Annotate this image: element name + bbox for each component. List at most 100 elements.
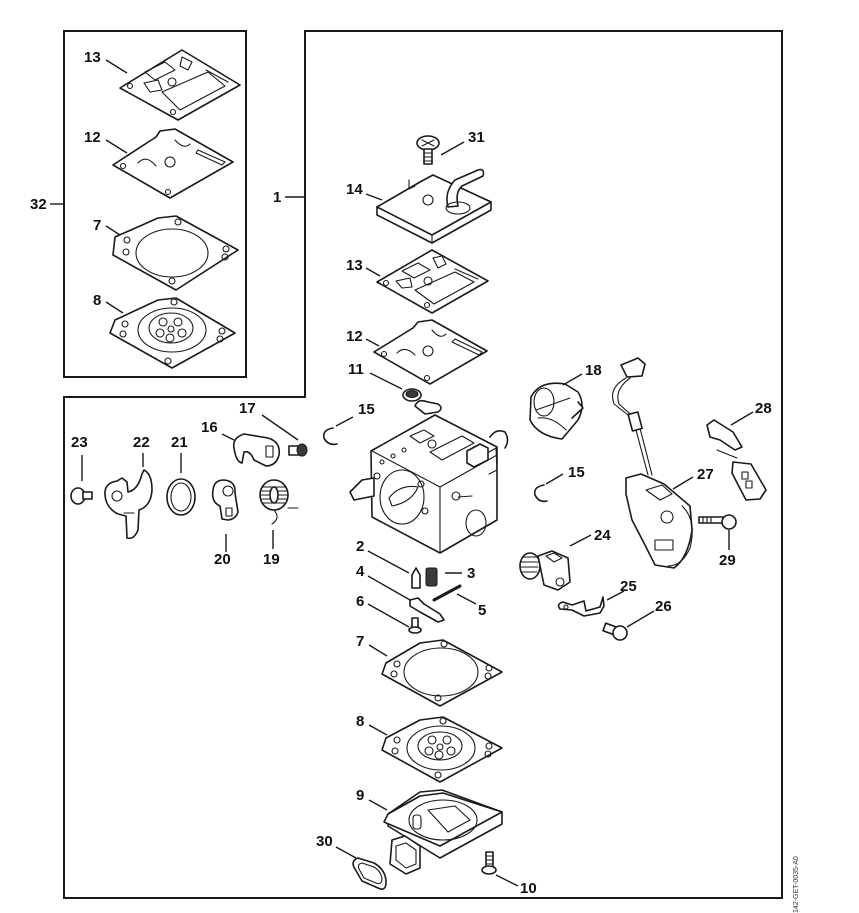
strainer-11 [402,388,422,402]
leader-kit-8 [105,301,124,314]
gasket-13 [376,249,489,314]
metering-diaphragm-8 [381,716,503,783]
callout-29: 29 [719,552,736,569]
callout-19: 19 [263,551,280,568]
leader-15-left [335,416,354,427]
pump-diaphragm-12 [373,319,488,385]
leader-10 [495,874,519,887]
screw-23 [70,487,93,505]
leader-30 [335,846,357,859]
leader-11 [369,372,403,390]
kit-gasket-13 [119,49,241,121]
leader-14 [365,193,383,201]
cap-18 [529,382,584,440]
leader-13 [365,267,381,277]
leader-5 [456,593,477,605]
leader-16 [221,433,235,441]
callout-15-left: 15 [358,401,375,418]
circlip-15-right [533,484,548,503]
callout-3: 3 [467,565,475,582]
document-id: 142-GET-0035-A0 [793,856,800,913]
kit-pump-diaphragm-12 [112,128,234,199]
callout-1: 1 [273,189,281,206]
screw-6 [408,617,422,634]
callout-kit-7: 7 [93,217,101,234]
callout-6: 6 [356,593,364,610]
leader-26 [626,610,655,628]
lever-20 [211,479,239,521]
leader-15-right [545,473,564,485]
callout-31: 31 [468,129,485,146]
wiring-harness-27 [611,357,693,569]
callout-5: 5 [478,602,486,619]
ring-21 [166,478,196,516]
carburetor-body [349,399,509,554]
leader-28 [730,411,754,426]
circlip-15-left [322,427,338,446]
leader-4 [367,575,411,601]
leader-6 [367,603,410,628]
callout-kit-12: 12 [84,129,101,146]
connector-28 [706,419,767,501]
callout-2: 2 [356,538,364,555]
seal-30 [352,857,387,890]
leader-31 [440,141,465,156]
leader-9 [368,799,388,811]
inlet-needle-2 [411,567,421,589]
leader-18 [562,373,583,386]
callout-20: 20 [214,551,231,568]
callout-kit-8: 8 [93,292,101,309]
main-assembly-frame [63,30,783,899]
callout-25: 25 [620,578,637,595]
end-cover-9 [383,789,503,875]
lever-16 [232,433,281,467]
callout-14: 14 [346,181,363,198]
torsion-spring-19 [259,479,299,525]
screw-26 [602,622,628,641]
kit-metering-diaphragm-8 [109,297,236,369]
callout-11: 11 [348,361,364,378]
callout-7: 7 [356,633,364,650]
leader-25 [606,590,625,601]
callout-30: 30 [316,833,333,850]
screw-17 [288,443,308,457]
callout-21: 21 [171,434,188,451]
leader-24 [569,534,592,547]
kit-gasket-7 [112,215,239,291]
leader-27 [672,476,694,490]
screw-31 [416,135,440,165]
leader-17 [261,414,299,441]
leader-kit-13 [105,59,128,74]
callout-16: 16 [201,419,218,436]
callout-23: 23 [71,434,88,451]
screw-29 [698,514,737,530]
leader-kit-7 [105,225,121,236]
callout-15-right: 15 [568,464,585,481]
spring-3 [425,567,438,587]
callout-17: 17 [239,400,256,417]
leader-7 [368,644,388,657]
leader-8 [368,724,388,736]
leader-2 [367,550,410,574]
leader-12 [365,338,380,347]
callout-27: 27 [697,466,714,483]
screw-10 [481,851,497,875]
solenoid-valve-24 [519,550,571,591]
callout-4: 4 [356,563,365,580]
callout-12: 12 [346,328,363,345]
callout-24: 24 [594,527,611,544]
callout-26: 26 [655,598,672,615]
inlet-control-lever-4 [409,597,445,623]
pump-cover-14 [376,168,492,244]
spindle-5 [432,584,462,602]
leader-kit-12 [105,139,128,154]
callout-kit-13: 13 [84,49,101,66]
callout-22: 22 [133,434,150,451]
callout-10: 10 [520,880,537,897]
callout-8: 8 [356,713,364,730]
gasket-7 [381,639,503,707]
clip-25 [557,596,605,617]
callout-9: 9 [356,787,364,804]
callout-32: 32 [30,196,47,213]
